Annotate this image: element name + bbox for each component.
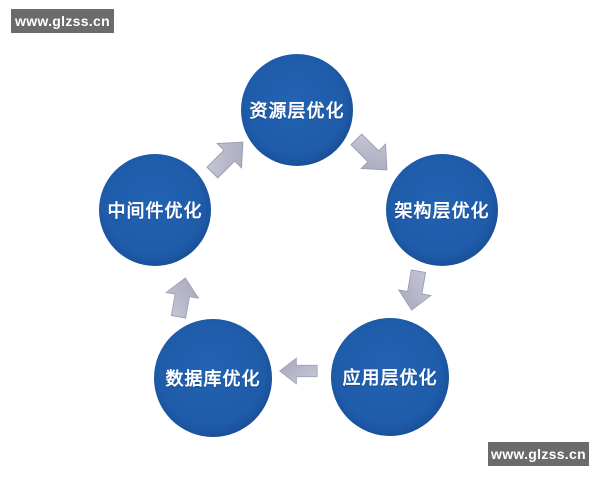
arrow-database-to-middleware-icon — [160, 273, 205, 321]
node-resource-layer: 资源层优化 — [241, 54, 353, 166]
node-middleware: 中间件优化 — [99, 154, 211, 266]
watermark-top-left: www.glzss.cn — [11, 9, 114, 33]
node-architecture-layer: 架构层优化 — [386, 154, 498, 266]
arrow-architecture-to-application-icon — [393, 267, 438, 315]
arrow-resource-to-architecture-icon — [342, 125, 403, 186]
node-database: 数据库优化 — [154, 319, 272, 437]
watermark-bottom-right: www.glzss.cn — [488, 442, 589, 466]
arrow-middleware-to-resource-icon — [198, 127, 259, 188]
node-application-layer: 应用层优化 — [331, 318, 449, 436]
arrow-application-to-database-icon — [278, 356, 318, 386]
